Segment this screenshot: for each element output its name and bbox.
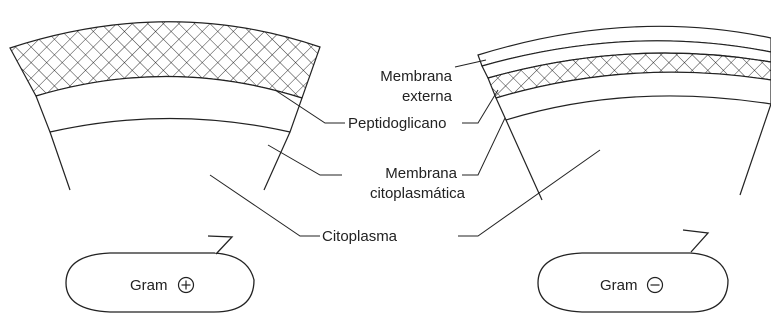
gram-positive-left-edge [50, 132, 70, 190]
gram-negative-cell: Gram [538, 230, 728, 312]
leader-membrana-cito-right [462, 118, 505, 175]
gram-positive-cell: Gram [66, 236, 254, 312]
leader-citoplasma-left [210, 175, 320, 236]
leader-membrana-cito-left [268, 145, 342, 175]
gram-negative-left-edge [506, 120, 542, 200]
label-citoplasma: Citoplasma [322, 228, 398, 245]
gram-negative-label: Gram [600, 277, 638, 294]
label-membrana-externa-line2: externa [402, 88, 453, 105]
gram-positive-label: Gram [130, 277, 168, 294]
leader-peptidoglicano-right [462, 90, 498, 123]
label-peptidoglicano: Peptidoglicano [348, 115, 446, 132]
label-membrana-externa-line1: Membrana [380, 68, 452, 85]
label-membrana-cito-line2: citoplasmática [370, 185, 466, 202]
gram-positive-wall-segment [10, 22, 320, 190]
diagram-labels: Membrana externa Peptidoglicano Membrana… [322, 68, 466, 245]
label-membrana-cito-line1: Membrana [385, 165, 457, 182]
gram-negative-wall-segment [478, 26, 771, 200]
leader-citoplasma-right [458, 150, 600, 236]
gram-negative-right-edge [740, 104, 771, 195]
gram-positive-zoom-pointer [208, 236, 232, 254]
gram-negative-zoom-pointer [683, 230, 708, 252]
gram-positive-right-edge [264, 132, 290, 190]
